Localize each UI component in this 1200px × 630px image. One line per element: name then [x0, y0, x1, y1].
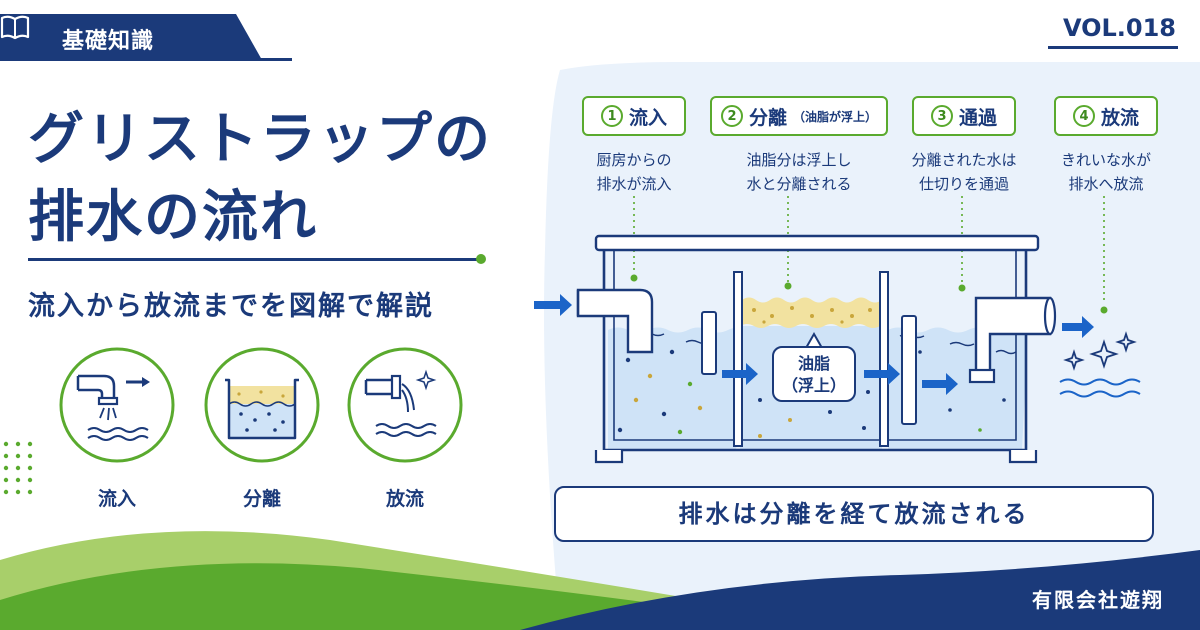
- step-3-number: 3: [930, 105, 953, 127]
- oil-callout-line1: 油脂: [797, 354, 830, 373]
- book-icon: [0, 15, 30, 40]
- partition-1: [733, 271, 743, 447]
- step-3-box: 3 通過: [912, 96, 1016, 136]
- step-2-desc-line1: 油脂分は浮上し: [746, 151, 852, 169]
- discharge-pipe-icon: [347, 347, 463, 463]
- title-divider: [28, 258, 480, 261]
- step-3-desc-line1: 分離された水は: [911, 151, 1017, 169]
- step-1-desc-line2: 排水が流入: [596, 175, 672, 193]
- step-1-desc-line1: 厨房からの: [596, 151, 672, 169]
- step-4-desc-line2: 排水へ放流: [1068, 175, 1144, 193]
- step-4-description: きれいな水が 排水へ放流: [1042, 148, 1170, 196]
- step-4-box: 4 放流: [1054, 96, 1158, 136]
- volume-underline: [1048, 46, 1178, 49]
- oil-callout-label: 油脂 （浮上）: [772, 346, 856, 402]
- step-3-title: 通過: [958, 106, 997, 129]
- oil-layer: [740, 297, 882, 328]
- inlet-pipe: [576, 288, 654, 354]
- step-4-number: 4: [1072, 105, 1095, 127]
- step-2-box: 2 分離 （油脂が浮上）: [710, 96, 888, 136]
- step-2-description: 油脂分は浮上し 水と分離される: [706, 148, 892, 196]
- separation-icon-label: 分離: [242, 488, 281, 510]
- page-subtitle: 流入から放流までを図解で解説: [28, 291, 434, 322]
- step-2-number: 2: [720, 105, 743, 127]
- bottom-wave-decoration: [0, 531, 1200, 630]
- page-title-line1: グリストラップの: [28, 107, 492, 172]
- tank-walls: [602, 250, 1028, 452]
- dot-grid-decoration: [3, 441, 33, 495]
- oil-callout-line2: （浮上）: [781, 376, 846, 395]
- step-1-description: 厨房からの 排水が流入: [572, 148, 696, 196]
- step-4-desc-line1: きれいな水が: [1060, 151, 1151, 169]
- header-divider: [0, 58, 292, 61]
- baffle-1: [701, 311, 717, 375]
- partition-2: [879, 271, 889, 447]
- step-2-title: 分離: [748, 106, 787, 129]
- step-1-number: 1: [600, 105, 623, 127]
- title-divider-dot: [476, 254, 486, 264]
- step-2-note: （油脂が浮上）: [793, 109, 878, 124]
- step-3-description: 分離された水は 仕切りを通過: [896, 148, 1032, 196]
- step-4-title: 放流: [1100, 106, 1139, 129]
- category-tag: 基礎知識: [0, 14, 262, 60]
- flow-arrows: [534, 294, 1094, 395]
- step-3-desc-line2: 仕切りを通過: [918, 175, 1009, 193]
- separation-tank-icon: [204, 347, 320, 463]
- water-chamber-3: [888, 327, 1028, 450]
- tank-lid: [594, 234, 1040, 252]
- sparkle-icon: [1063, 331, 1137, 371]
- volume-label: VOL.018: [1062, 14, 1176, 42]
- inflow-icon-label: 流入: [97, 488, 136, 510]
- tank-foot-left: [594, 450, 624, 464]
- inflow-pipe-icon: [59, 347, 175, 463]
- baffle-2: [901, 315, 917, 425]
- step-1-title: 流入: [628, 106, 667, 129]
- summary-statement: 排水は分離を経て放流される: [554, 486, 1154, 542]
- page-title-line2: 排水の流れ: [28, 185, 318, 250]
- discharge-waves: [1059, 378, 1141, 398]
- category-label: 基礎知識: [62, 29, 155, 54]
- step-2-desc-line2: 水と分離される: [746, 175, 852, 193]
- discharge-icon-label: 放流: [385, 488, 424, 510]
- tank-foot-right: [1008, 450, 1038, 464]
- step-1-box: 1 流入: [582, 96, 686, 136]
- company-name: 有限会社遊翔: [1032, 588, 1164, 612]
- grease-trap-diagram: [534, 196, 1141, 464]
